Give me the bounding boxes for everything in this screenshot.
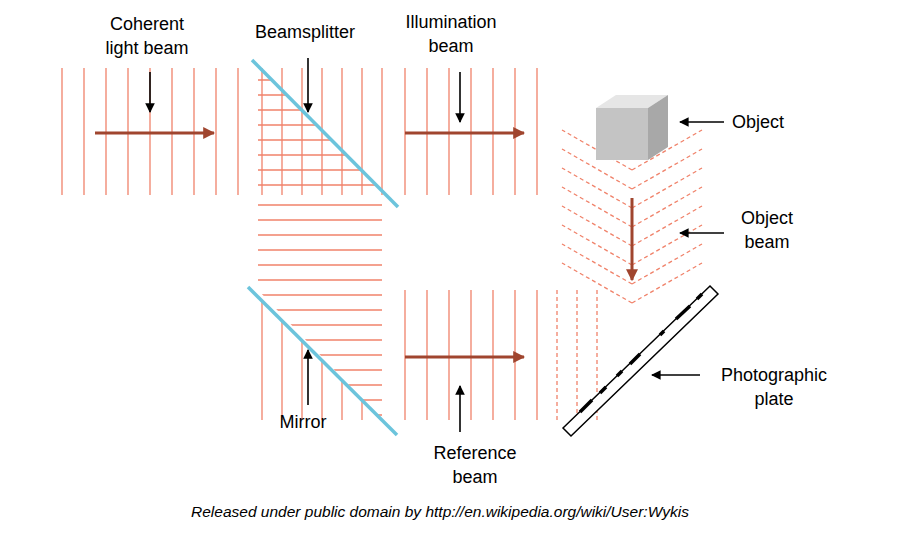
- wavefront-line: [632, 263, 702, 303]
- callout-label: Object beam: [727, 206, 807, 254]
- wavefront-line: [632, 206, 702, 246]
- wavefront-line: [258, 249, 382, 250]
- wavefront-line: [556, 290, 557, 420]
- wavefront-line: [258, 279, 382, 280]
- callout-label: Beamsplitter: [235, 20, 375, 44]
- wavefront-line: [258, 384, 382, 385]
- wavefront-line: [258, 109, 382, 110]
- wavefront-line: [258, 294, 382, 295]
- wavefront-line: [258, 369, 382, 370]
- wavefront-line: [632, 187, 702, 227]
- wavefront-line: [258, 154, 382, 155]
- wavefronts: [62, 68, 702, 420]
- wavefront-line: [258, 79, 382, 80]
- wavefront-line: [492, 290, 493, 420]
- wavefront-line: [261, 290, 262, 420]
- wavefront-line: [562, 206, 632, 246]
- wavefront-line: [258, 339, 382, 340]
- wavefront-line: [536, 68, 537, 195]
- wavefront-line: [258, 204, 382, 205]
- wavefront-line: [404, 290, 405, 420]
- wavefront-line: [258, 124, 382, 125]
- mirror: [248, 287, 397, 435]
- wavefront-line: [341, 290, 342, 420]
- wavefront-line: [237, 68, 238, 195]
- beamsplitter: [252, 60, 398, 207]
- wavefront-line: [301, 290, 302, 420]
- wavefront-line: [632, 244, 702, 284]
- wavefront-line: [258, 94, 382, 95]
- credit-caption: Released under public domain by http://e…: [191, 503, 689, 521]
- callout-label: Reference beam: [425, 441, 525, 489]
- callout-label: Object: [713, 110, 803, 134]
- wavefront-line: [258, 309, 382, 310]
- wavefront-line: [301, 68, 302, 195]
- wavefront-line: [258, 354, 382, 355]
- wavefront-line: [341, 68, 342, 195]
- wavefront-line: [61, 68, 62, 195]
- wavefront-line: [258, 234, 382, 235]
- wavefront-line: [536, 290, 537, 420]
- wavefront-line: [562, 168, 632, 208]
- wavefront-line: [448, 290, 449, 420]
- wavefront-line: [258, 139, 382, 140]
- wavefront-line: [426, 290, 427, 420]
- wavefront-line: [215, 68, 216, 195]
- wavefront-line: [258, 184, 382, 185]
- wavefront-line: [321, 290, 322, 420]
- wavefront-line: [83, 68, 84, 195]
- wavefront-line: [361, 68, 362, 195]
- wavefront-line: [470, 290, 471, 420]
- beam-arrows: [95, 133, 632, 357]
- callout-label: Coherent light beam: [92, 12, 202, 60]
- callout-label: Mirror: [253, 410, 353, 434]
- wavefront-line: [381, 68, 382, 195]
- object-cube: [596, 95, 668, 160]
- wavefront-line: [562, 187, 632, 227]
- photographic-plate: [563, 286, 718, 436]
- wavefront-line: [281, 68, 282, 195]
- leader-arrows: [150, 58, 724, 432]
- wavefront-line: [632, 225, 702, 265]
- wavefront-line: [381, 290, 382, 420]
- wavefront-line: [281, 290, 282, 420]
- wavefront-line: [258, 264, 382, 265]
- wavefront-line: [562, 263, 632, 303]
- callout-label: Illumination beam: [391, 10, 511, 58]
- wavefront-line: [514, 290, 515, 420]
- wavefront-line: [258, 324, 382, 325]
- wavefront-line: [562, 244, 632, 284]
- wavefront-line: [261, 68, 262, 195]
- callout-label: Photographic plate: [704, 363, 844, 411]
- wavefront-line: [258, 219, 382, 220]
- wavefront-line: [576, 290, 577, 420]
- wavefront-line: [562, 225, 632, 265]
- wavefront-line: [632, 168, 702, 208]
